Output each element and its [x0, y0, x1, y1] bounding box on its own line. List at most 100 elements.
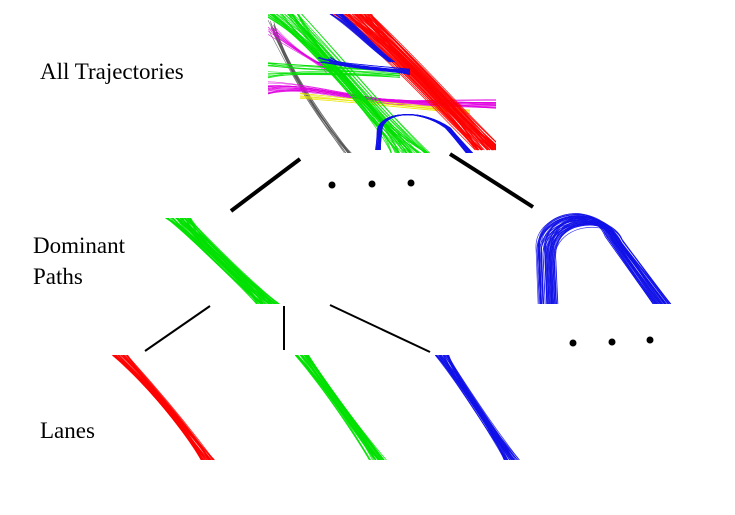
trajectory-green	[292, 14, 429, 153]
trajectory-red	[112, 355, 212, 460]
trajectory-red	[112, 355, 205, 460]
all-trajectories-label: All Trajectories	[40, 59, 184, 84]
trajectory-blue	[327, 58, 411, 74]
dominant-paths-label: Dominant Paths	[33, 233, 125, 289]
all-trajectories-image	[268, 14, 496, 153]
trajectory-green	[295, 355, 371, 460]
trajectory-blue	[321, 61, 411, 71]
trajectory-green	[303, 355, 379, 460]
trajectory-blue	[436, 355, 513, 460]
lane-red-image	[112, 355, 215, 460]
trajectory-green	[291, 14, 392, 153]
trajectory-red	[122, 355, 212, 460]
trajectory-blue	[536, 217, 665, 304]
trajectory-green	[269, 14, 420, 153]
connector-right	[448, 152, 535, 209]
trajectory-red	[126, 355, 215, 460]
trajectory-green	[268, 72, 401, 79]
trajectory-blue	[335, 14, 390, 63]
lane-blue-image	[435, 355, 520, 460]
trajectory-green	[165, 218, 276, 304]
trajectory-magenta	[268, 88, 496, 109]
connector-left	[229, 157, 302, 213]
trajectory-green	[296, 355, 370, 460]
trajectory-green	[188, 218, 275, 304]
trajectory-red	[114, 355, 202, 460]
lane-connectors	[144, 304, 431, 353]
trajectory-red	[359, 14, 488, 151]
trajectory-green	[301, 14, 431, 153]
trajectory-blue	[551, 223, 667, 304]
trajectory-red	[113, 355, 203, 460]
dominant-path-blue-image	[535, 213, 672, 304]
trajectory-red	[369, 14, 496, 151]
trajectory-blue	[375, 114, 467, 153]
ellipsis-dot	[407, 179, 415, 187]
trajectory-green	[189, 218, 259, 304]
trajectory-red	[368, 14, 491, 151]
trajectory-red	[114, 355, 209, 460]
trajectory-magenta	[268, 87, 496, 106]
ellipsis-bottom	[569, 336, 654, 347]
ellipsis-dot	[368, 180, 376, 188]
trajectory-green	[288, 14, 408, 153]
trajectory-blue	[547, 219, 661, 304]
trajectory-blue	[541, 217, 661, 304]
ellipsis-dot	[646, 336, 654, 344]
trajectory-green	[180, 218, 275, 304]
trajectory-blue	[436, 355, 519, 460]
ellipsis-top	[328, 179, 415, 189]
trajectory-blue	[329, 62, 411, 74]
trajectory-red	[370, 14, 496, 143]
lane-green-image	[295, 355, 387, 460]
lanes-label: Lanes	[40, 418, 95, 443]
trajectory-red	[119, 355, 211, 460]
trajectory-green	[268, 71, 401, 78]
trajectory-blue	[446, 355, 515, 460]
trajectory-blue	[549, 221, 665, 304]
trajectory-gray	[268, 30, 349, 153]
dominant-path-green-image	[165, 218, 280, 304]
trajectory-blue	[339, 14, 395, 63]
trajectory-green	[287, 14, 426, 153]
trajectory-red	[344, 14, 496, 146]
trajectory-blue	[553, 220, 657, 304]
trajectory-blue	[552, 221, 661, 304]
trajectory-green	[295, 355, 376, 460]
trajectory-green	[167, 218, 263, 304]
trajectory-green	[268, 65, 401, 74]
trajectory-magenta	[268, 30, 328, 72]
trajectory-blue	[329, 14, 390, 63]
trajectory-green	[268, 69, 401, 78]
trajectory-green	[273, 14, 400, 153]
trajectory-blue	[440, 355, 511, 460]
ellipsis-dot	[569, 339, 577, 347]
trajectory-gray	[275, 29, 351, 153]
trajectory-green	[291, 14, 405, 153]
trajectory-blue	[336, 14, 392, 63]
trajectory-blue	[437, 355, 506, 460]
trajectory-red	[341, 14, 482, 151]
trajectory-red	[113, 355, 203, 460]
trajectory-gray	[272, 32, 349, 153]
trajectory-green	[304, 355, 387, 460]
ellipsis-dot	[328, 181, 336, 189]
trajectory-blue	[535, 213, 659, 304]
connector-lane-red	[144, 305, 211, 352]
trajectory-blue	[542, 222, 671, 304]
ellipsis-dot	[608, 338, 616, 346]
trajectory-green	[279, 14, 397, 153]
trajectory-green	[181, 218, 262, 304]
trajectory-red	[363, 14, 479, 151]
trajectory-magenta	[268, 28, 330, 72]
trajectory-red	[364, 14, 489, 151]
trajectory-green	[171, 218, 260, 304]
trajectory-green	[288, 14, 412, 153]
trajectory-green	[304, 355, 383, 460]
top-connectors	[229, 152, 535, 213]
trajectory-blue	[317, 57, 411, 70]
trajectory-green	[307, 355, 383, 460]
trajectory-red	[369, 14, 492, 151]
